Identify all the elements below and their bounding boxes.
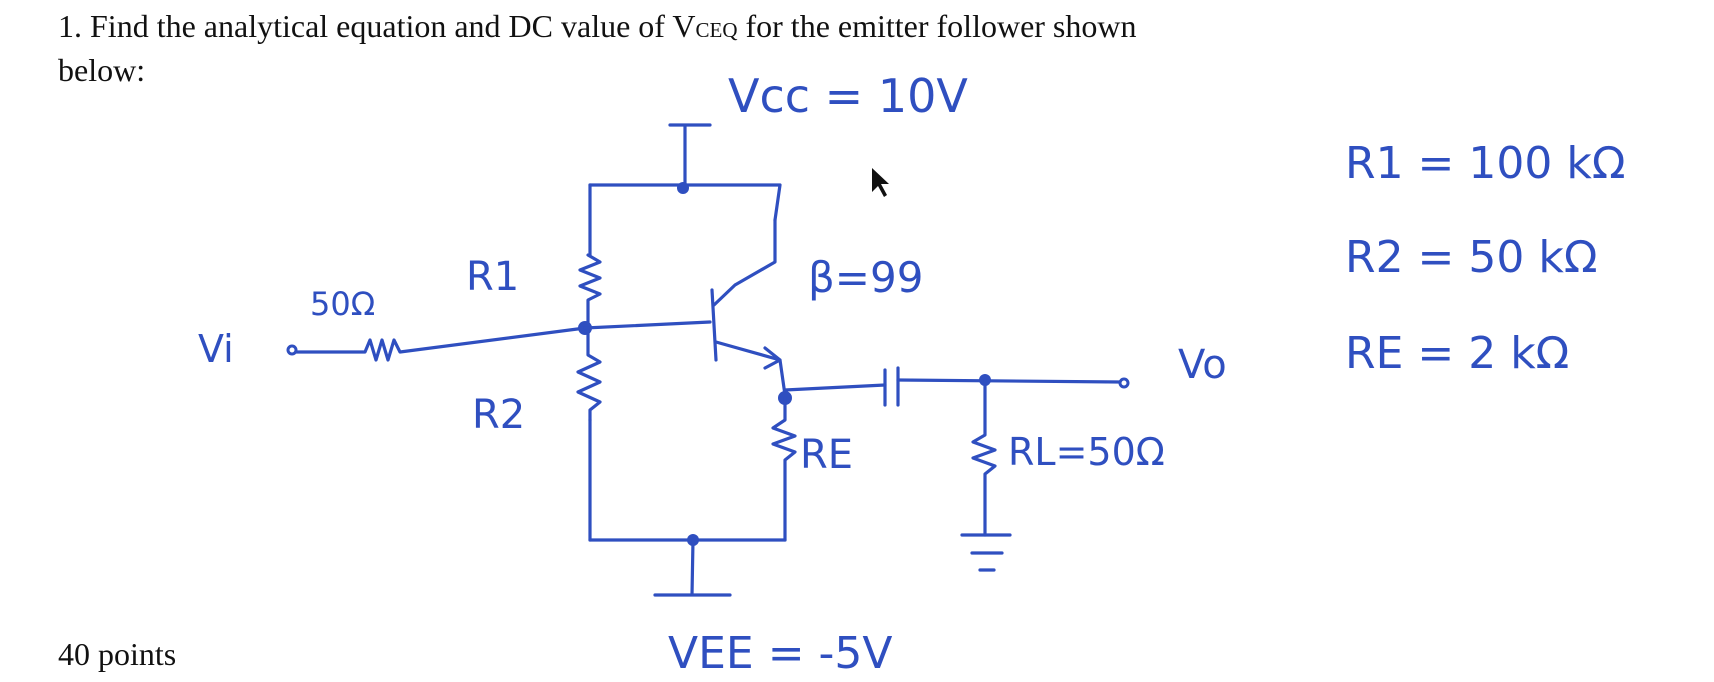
question-subscript: CEQ [695, 18, 738, 42]
ground-symbol [960, 533, 1012, 572]
re-resistor [771, 396, 797, 542]
vee-label: VEE = -5V [668, 628, 893, 679]
vcc-rail [668, 123, 712, 187]
question-line2: below: [58, 52, 146, 88]
r1-label: R1 [466, 254, 519, 300]
re-label: RE [800, 432, 853, 478]
output-wire [896, 378, 1122, 384]
vo-label: Vo [1178, 342, 1227, 388]
question-text: 1. Find the analytical equation and DC v… [58, 6, 1458, 90]
question-line1-prefix: 1. Find the analytical equation and DC v… [58, 8, 696, 44]
vee-rail [653, 538, 732, 597]
question-line1-suffix: for the emitter follower shown [737, 8, 1137, 44]
beta-label: β=99 [808, 253, 923, 302]
rs-label: 50Ω [310, 285, 375, 323]
vi-terminal [286, 344, 298, 356]
transistor-base-bar [710, 288, 718, 362]
r2-label: R2 [472, 392, 525, 438]
transistor-emitter [714, 340, 787, 397]
rl-resistor [971, 378, 997, 537]
vi-label: Vi [198, 327, 234, 371]
r2-resistor [576, 328, 602, 422]
vcc-label: Vcc = 10V [728, 69, 968, 123]
input-wire [294, 326, 587, 362]
re-value: RE = 2 kΩ [1345, 328, 1569, 379]
r1-value: R1 = 100 kΩ [1345, 138, 1625, 189]
points-label: 40 points [58, 636, 177, 672]
base-wire [583, 320, 712, 330]
r2-value: R2 = 50 kΩ [1345, 232, 1597, 283]
vo-terminal [1118, 377, 1130, 389]
vcc-node [677, 182, 689, 194]
transistor-collector [712, 218, 777, 307]
capacitor-plates [883, 366, 900, 407]
r1-resistor [578, 253, 602, 332]
cursor-icon [872, 168, 889, 197]
rl-label: RL=50Ω [1008, 430, 1165, 474]
emitter-to-cap-wire [783, 383, 887, 392]
